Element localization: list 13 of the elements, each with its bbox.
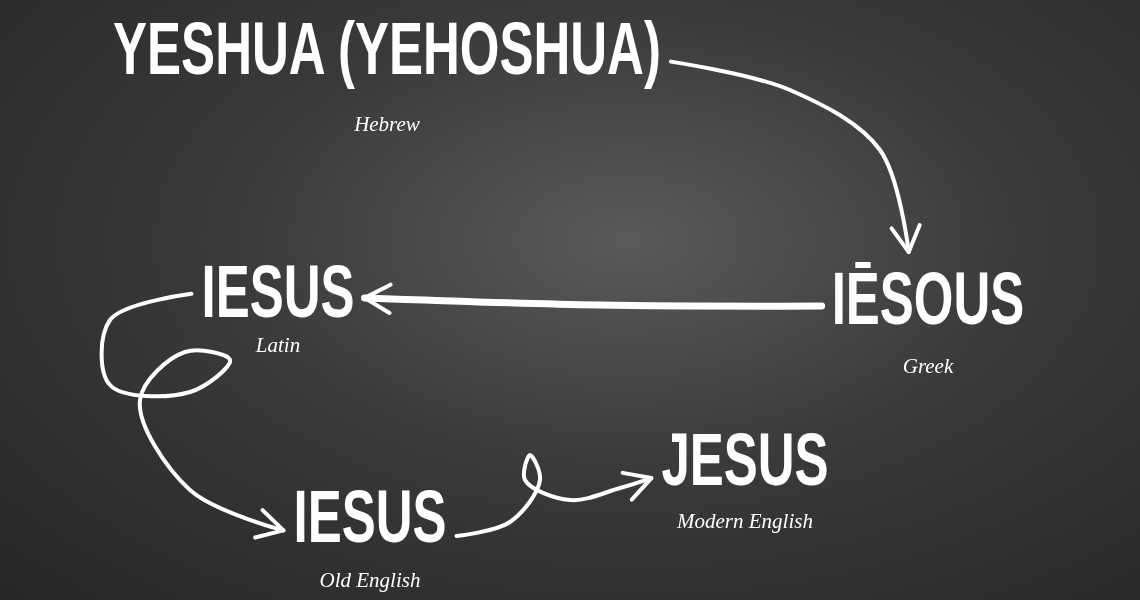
language-label: Hebrew xyxy=(353,113,421,137)
chalk-arrow xyxy=(454,453,654,539)
word-heading: IESUS xyxy=(201,255,355,329)
language-label: Modern English xyxy=(676,510,814,534)
language-label: Greek xyxy=(901,355,955,379)
word-heading: JESUS xyxy=(661,423,829,497)
language-label: Latin xyxy=(254,334,302,358)
chalk-arrow xyxy=(99,291,286,540)
language-label: Old English xyxy=(318,569,422,593)
chalk-arrow xyxy=(668,59,922,254)
word-heading: IESUS xyxy=(293,480,447,554)
word-heading: IĒSOUS xyxy=(831,262,1025,336)
chalk-arrow xyxy=(361,282,826,315)
